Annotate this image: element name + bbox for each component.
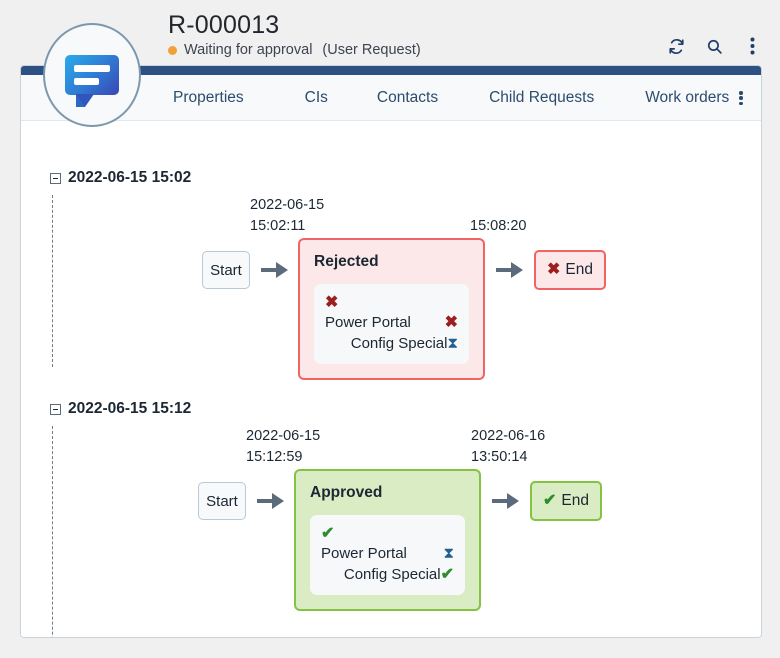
header-actions bbox=[666, 36, 762, 56]
approval-detail-box: ✖ Power Portal ✖ Config Special ⧗ bbox=[314, 284, 469, 364]
page-title: R-000013 bbox=[168, 11, 280, 39]
approver-name: Power Portal bbox=[325, 314, 411, 331]
timeline-group-header: 2022-06-15 15:12 bbox=[50, 400, 191, 418]
status-panel-rejected[interactable]: Rejected ✖ Power Portal ✖ Config Special bbox=[298, 238, 485, 380]
start-timestamp-time: 15:02:11 bbox=[250, 218, 306, 234]
check-icon: ✔ bbox=[440, 566, 454, 583]
collapse-toggle-icon[interactable] bbox=[50, 403, 61, 415]
timeline-group-label: 2022-06-15 15:02 bbox=[68, 169, 192, 186]
start-timestamp-date: 2022-06-15 bbox=[250, 197, 325, 213]
search-icon[interactable] bbox=[704, 36, 724, 56]
end-timestamp-time: 15:08:20 bbox=[470, 218, 527, 234]
avatar bbox=[43, 23, 141, 127]
status-source-label: (User Request) bbox=[322, 42, 421, 58]
end-timestamp: 15:08:20 bbox=[470, 216, 526, 237]
tab-properties[interactable]: Properties bbox=[173, 88, 244, 106]
tab-overflow-icon[interactable] bbox=[733, 89, 749, 107]
speech-bubble-icon bbox=[65, 55, 119, 107]
tab-contacts[interactable]: Contacts bbox=[376, 88, 439, 106]
approval-status-row: ✖ bbox=[325, 293, 458, 312]
refresh-icon[interactable] bbox=[666, 36, 686, 56]
timeline-group-header: 2022-06-15 15:02 bbox=[50, 169, 191, 187]
approval-type-row: Config Special ⧗ bbox=[325, 333, 458, 354]
end-node[interactable]: ✔ End bbox=[530, 481, 602, 521]
approver-row: Power Portal ⧗ bbox=[321, 543, 454, 564]
workflow-row: Start Rejected ✖ Power Portal ✖ bbox=[202, 238, 606, 380]
end-timestamp: 2022-06-16 13:50:14 bbox=[471, 426, 545, 468]
end-timestamp-date: 2022-06-16 bbox=[471, 428, 546, 444]
status-dot bbox=[168, 45, 177, 55]
start-timestamp: 2022-06-15 15:02:11 bbox=[250, 195, 324, 237]
status-panel-title: Approved bbox=[310, 484, 383, 501]
status-line: Waiting for approval (User Request) bbox=[168, 42, 421, 58]
approval-detail-box: ✔ Power Portal ⧗ Config Special ✔ bbox=[310, 515, 465, 595]
card-accent-bar bbox=[21, 66, 761, 75]
more-options-icon[interactable] bbox=[742, 36, 762, 56]
collapse-toggle-icon[interactable] bbox=[50, 172, 61, 184]
timeline-connector bbox=[52, 195, 53, 367]
approval-status-row: ✔ bbox=[321, 524, 454, 543]
tab-bar: Properties CIs Contacts Child Requests W… bbox=[21, 75, 761, 121]
tab-cis[interactable]: CIs bbox=[304, 88, 328, 106]
approval-type-name: Config Special bbox=[350, 335, 448, 352]
flow-arrow-icon bbox=[260, 260, 290, 280]
x-icon: ✖ bbox=[547, 261, 561, 278]
flow-arrow-icon bbox=[491, 491, 521, 511]
tab-work-orders[interactable]: Work orders bbox=[645, 88, 730, 106]
flow-arrow-icon bbox=[495, 260, 525, 280]
tab-child-requests[interactable]: Child Requests bbox=[489, 88, 595, 106]
start-node[interactable]: Start bbox=[202, 251, 250, 289]
check-icon: ✔ bbox=[321, 525, 335, 542]
check-icon: ✔ bbox=[543, 492, 557, 509]
approver-row: Power Portal ✖ bbox=[325, 312, 458, 333]
approval-type-row: Config Special ✔ bbox=[321, 564, 454, 585]
workflow-row: Start Approved ✔ Power Portal ⧗ bbox=[198, 469, 602, 611]
status-badge: Waiting for approval bbox=[184, 42, 313, 58]
timeline-connector bbox=[52, 426, 53, 637]
status-panel-approved[interactable]: Approved ✔ Power Portal ⧗ Config Special bbox=[294, 469, 481, 611]
end-node[interactable]: ✖ End bbox=[534, 250, 606, 290]
start-timestamp-date: 2022-06-15 bbox=[246, 428, 321, 444]
end-node-label: End bbox=[565, 261, 593, 278]
end-node-label: End bbox=[561, 492, 589, 509]
hourglass-icon: ⧗ bbox=[443, 545, 454, 562]
hourglass-icon: ⧗ bbox=[447, 335, 458, 352]
timeline-group-label: 2022-06-15 15:12 bbox=[68, 400, 192, 417]
x-icon: ✖ bbox=[444, 314, 458, 331]
start-timestamp: 2022-06-15 15:12:59 bbox=[246, 426, 320, 468]
flow-arrow-icon bbox=[256, 491, 286, 511]
record-card: Properties CIs Contacts Child Requests W… bbox=[20, 65, 762, 638]
status-panel-title: Rejected bbox=[314, 253, 379, 270]
approval-type-name: Config Special bbox=[343, 566, 441, 583]
workflow-timeline: 2022-06-15 15:02 2022-06-15 15:02:11 15:… bbox=[21, 122, 761, 637]
end-timestamp-time: 13:50:14 bbox=[471, 449, 528, 465]
start-node[interactable]: Start bbox=[198, 482, 246, 520]
approver-name: Power Portal bbox=[321, 545, 407, 562]
start-timestamp-time: 15:12:59 bbox=[246, 449, 303, 465]
x-icon: ✖ bbox=[325, 294, 339, 311]
